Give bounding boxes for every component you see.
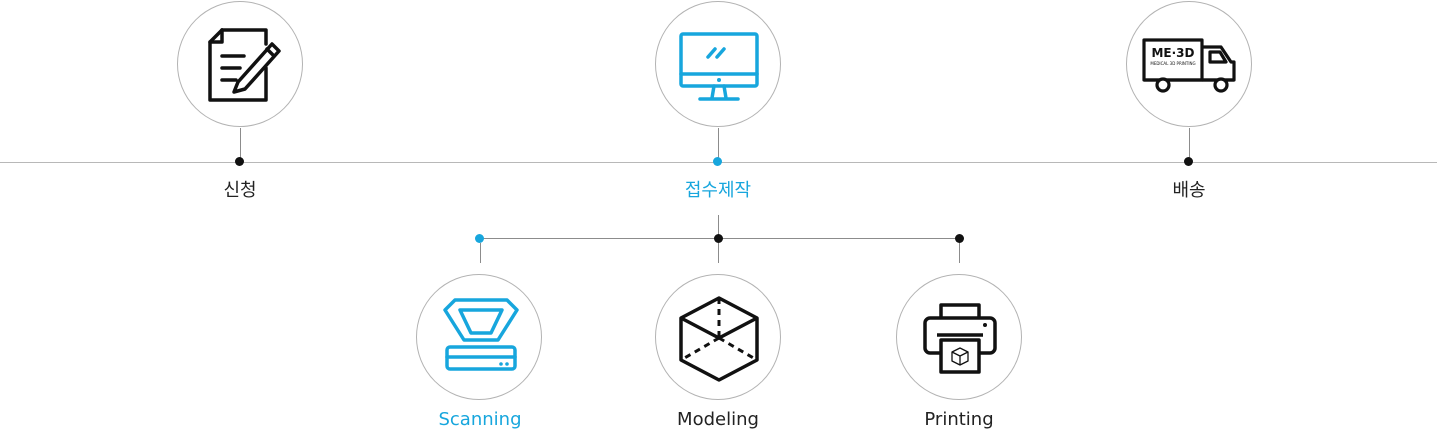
- scanner-icon: [443, 298, 519, 371]
- sub-scanning-circle: [416, 274, 542, 400]
- document-pencil-icon: [208, 28, 281, 102]
- step-apply-dot: [235, 157, 244, 166]
- sub-scanning-dot: [475, 234, 484, 243]
- step-receive-label: 접수제작: [684, 180, 752, 201]
- sub-printing-connector: [959, 243, 960, 263]
- sub-modeling-circle: [655, 274, 781, 400]
- step-receive-dot: [713, 157, 722, 166]
- step-delivery-circle: ME·3D MEDICAL 3D PRINTING: [1126, 1, 1252, 127]
- 3d-cube-icon: [679, 296, 759, 382]
- monitor-icon: [679, 32, 759, 101]
- step-apply-circle: [177, 1, 303, 127]
- sub-scanning-connector: [480, 243, 481, 263]
- step-receive-circle: [655, 1, 781, 127]
- step-apply-label: 신청: [223, 180, 257, 201]
- sub-printing-label: Printing: [924, 409, 994, 430]
- step-delivery-connector: [1189, 128, 1190, 162]
- 3d-printer-icon: [923, 303, 997, 374]
- step-delivery-label: 배송: [1172, 180, 1206, 201]
- branch-connector: [718, 215, 719, 238]
- sub-modeling-connector: [718, 243, 719, 263]
- truck-tagline-text: MEDICAL 3D PRINTING: [1150, 61, 1195, 66]
- delivery-truck-icon: ME·3D MEDICAL 3D PRINTING: [1142, 38, 1236, 93]
- sub-scanning-label: Scanning: [438, 409, 522, 430]
- step-delivery-dot: [1184, 157, 1193, 166]
- sub-modeling-dot: [714, 234, 723, 243]
- step-receive-connector: [718, 128, 719, 162]
- truck-brand-text: ME·3D: [1151, 46, 1194, 60]
- sub-printing-dot: [955, 234, 964, 243]
- sub-printing-circle: [896, 274, 1022, 400]
- step-apply-connector: [240, 128, 241, 162]
- sub-modeling-label: Modeling: [677, 409, 759, 430]
